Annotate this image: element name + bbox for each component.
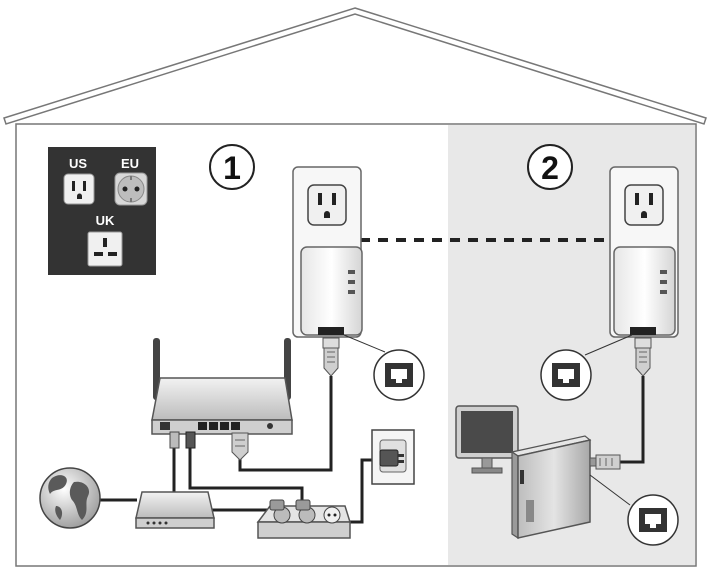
label-us: US xyxy=(69,156,87,171)
power-plug-icon xyxy=(379,449,404,467)
adapter-to-router-cable xyxy=(238,376,333,472)
step-2-badge: 2 xyxy=(527,144,573,190)
modem-icon xyxy=(135,491,215,529)
wall-outlet-icon xyxy=(624,184,664,226)
step-1-number: 1 xyxy=(223,150,241,186)
powerline-adapter-1 xyxy=(292,166,363,377)
ethernet-port-callout-1 xyxy=(343,334,425,401)
us-socket-icon xyxy=(63,173,95,205)
desktop-tower-icon xyxy=(510,435,592,540)
eu-socket-icon xyxy=(114,172,148,206)
powerline-adapter-2 xyxy=(609,166,679,377)
monitor-icon xyxy=(455,405,519,474)
ethernet-plug-icon xyxy=(634,337,652,377)
wall-power-outlet xyxy=(371,429,415,485)
power-strip-icon xyxy=(256,499,352,539)
ethernet-port-callout-3 xyxy=(589,474,679,546)
ethernet-plug-icon xyxy=(231,432,249,461)
adapter-ethernet-port xyxy=(318,327,344,335)
ethernet-plug-icon xyxy=(322,337,340,377)
label-eu: EU xyxy=(121,156,139,171)
plug-type-legend: US EU UK xyxy=(48,147,156,275)
step-2-number: 2 xyxy=(541,150,559,186)
ethernet-plug-icon xyxy=(589,454,621,470)
adapter-to-computer-cable xyxy=(620,376,645,464)
ethernet-port-callout-2 xyxy=(540,334,633,401)
globe-icon xyxy=(39,467,101,529)
uk-socket-icon xyxy=(87,231,123,267)
step-1-badge: 1 xyxy=(209,144,255,190)
cables-room-2 xyxy=(620,376,645,464)
router-icon xyxy=(151,338,293,435)
wall-outlet-icon xyxy=(307,184,347,226)
router-to-power-strip-cable xyxy=(188,445,304,508)
router-plugs xyxy=(169,431,249,461)
label-uk: UK xyxy=(96,213,115,228)
adapter-ethernet-port xyxy=(630,327,656,335)
power-plug-icon xyxy=(269,499,311,511)
